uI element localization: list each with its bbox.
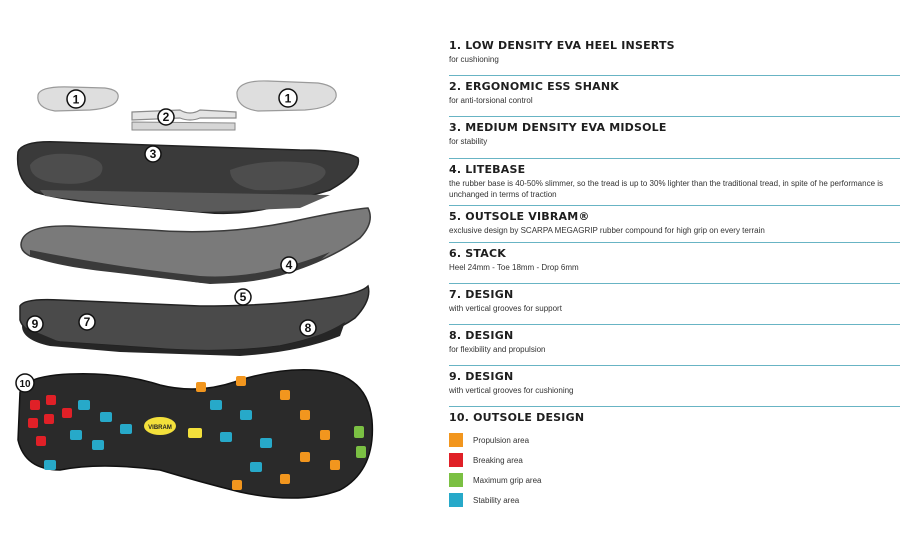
svg-text:9: 9 (32, 317, 39, 331)
litebase (20, 207, 371, 284)
spec-title: 6. STACK (449, 246, 506, 260)
callout-7: 7 (78, 313, 96, 331)
spec-title: 4. LITEBASE (449, 162, 526, 176)
spec-description: for stability (449, 137, 488, 147)
spec-item-6: 6. STACK Heel 24mm - Toe 18mm - Drop 6mm (449, 243, 900, 284)
svg-text:VIBRAM: VIBRAM (148, 425, 172, 431)
callout-1-right: 1 (278, 88, 298, 108)
svg-text:2: 2 (163, 110, 170, 124)
callout-1-left: 1 (66, 89, 86, 109)
svg-text:1: 1 (73, 93, 80, 107)
spec-description: with vertical grooves for cushioning (449, 386, 574, 396)
spec-description: with vertical grooves for support (449, 303, 562, 313)
spec-item-8: 8. DESIGN for flexibility and propulsion (449, 325, 900, 367)
legend-swatch (449, 493, 463, 508)
feature-spec-list: 1. LOW DENSITY EVA HEEL INSERTS for cush… (449, 35, 900, 510)
eva-midsole (16, 140, 360, 215)
callout-10: 10 (15, 373, 35, 393)
spec-item-1: 1. LOW DENSITY EVA HEEL INSERTS for cush… (449, 35, 900, 77)
callout-4: 4 (280, 256, 298, 274)
svg-text:7: 7 (84, 315, 91, 329)
svg-text:3: 3 (150, 147, 157, 161)
svg-text:8: 8 (305, 321, 312, 335)
callout-3: 3 (144, 145, 162, 163)
spec-item-2: 2. ERGONOMIC ESS SHANK for anti-torsiona… (449, 76, 900, 118)
legend-item-stability: Stability area (449, 490, 900, 510)
callout-9: 9 (26, 315, 44, 333)
spec-description: the rubber base is 40-50% slimmer, so th… (449, 178, 884, 200)
maximum-grip-area-lugs (354, 426, 366, 458)
callout-5: 5 (234, 288, 252, 306)
vibram-outsole-side (19, 284, 370, 356)
spec-description: for flexibility and propulsion (449, 344, 546, 354)
spec-description: exclusive design by SCARPA MEGAGRIP rubb… (449, 225, 765, 235)
vibram-logo: VIBRAM (144, 417, 176, 435)
spec-title: 1. LOW DENSITY EVA HEEL INSERTS (449, 39, 675, 52)
stability-area-lugs (44, 400, 272, 472)
spec-title: 8. DESIGN (449, 328, 514, 342)
legend-item-maximum-grip: Maximum grip area (449, 470, 900, 490)
legend-swatch (449, 473, 463, 488)
breaking-area-lugs (28, 395, 72, 446)
spec-title: 2. ERGONOMIC ESS SHANK (449, 80, 619, 94)
spec-title: 7. DESIGN (449, 287, 514, 301)
spec-title: 5. OUTSOLE VIBRAM® (449, 209, 590, 223)
callout-8: 8 (299, 319, 317, 337)
outsole-bottom-view: VIBRAM (17, 369, 374, 499)
spec-description: for cushioning (449, 55, 499, 64)
spec-item-3: 3. MEDIUM DENSITY EVA MIDSOLE for stabil… (449, 117, 900, 159)
spec-title: 10. OUTSOLE DESIGN (449, 411, 585, 425)
legend-label: Maximum grip area (473, 475, 542, 485)
spec-item-7: 7. DESIGN with vertical grooves for supp… (449, 284, 900, 325)
spec-item-5: 5. OUTSOLE VIBRAM® exclusive design by S… (449, 206, 900, 243)
legend-label: Stability area (473, 495, 520, 505)
svg-text:10: 10 (19, 379, 31, 390)
propulsion-area-lugs (196, 376, 340, 490)
svg-text:5: 5 (240, 290, 247, 304)
sole-exploded-illustration: VIBRAM 1 1 2 3 4 5 9 (15, 80, 374, 499)
ess-shank (131, 109, 237, 131)
svg-text:4: 4 (286, 258, 293, 272)
spec-item-9: 9. DESIGN with vertical grooves for cush… (449, 366, 900, 408)
spec-item-10: 10. OUTSOLE DESIGN Propulsion area Break… (449, 407, 900, 510)
svg-text:1: 1 (285, 92, 292, 106)
spec-item-4: 4. LITEBASE the rubber base is 40-50% sl… (449, 159, 900, 206)
legend-swatch (449, 433, 463, 448)
outsole-legend: Propulsion area Breaking area Maximum gr… (449, 430, 900, 510)
spec-title: 3. MEDIUM DENSITY EVA MIDSOLE (449, 121, 667, 135)
spec-description: for anti-torsional control (449, 96, 533, 106)
legend-swatch (449, 453, 463, 468)
spec-description: Heel 24mm - Toe 18mm - Drop 6mm (449, 262, 579, 272)
legend-item-propulsion: Propulsion area (449, 430, 900, 450)
legend-label: Breaking area (473, 455, 523, 465)
legend-label: Propulsion area (473, 435, 530, 445)
spec-title: 9. DESIGN (449, 370, 514, 384)
legend-item-breaking: Breaking area (449, 450, 900, 470)
callout-2: 2 (157, 108, 175, 126)
